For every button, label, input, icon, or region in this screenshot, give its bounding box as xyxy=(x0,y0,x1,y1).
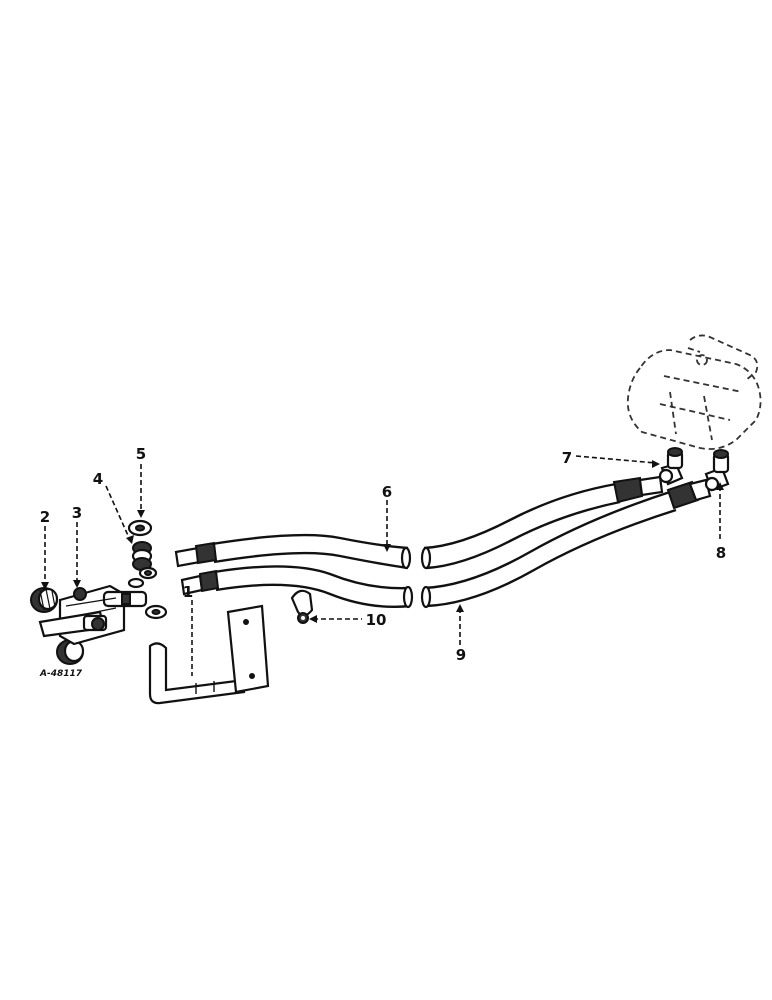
callout-8: 8 xyxy=(716,544,726,562)
callout-7: 7 xyxy=(562,449,572,467)
hose-right-section xyxy=(420,475,712,609)
part-3-valve-body xyxy=(38,584,148,646)
callout-9: 9 xyxy=(456,646,466,664)
callout-4: 4 xyxy=(93,470,103,488)
part-7-elbow xyxy=(658,447,684,486)
drawing-code: A-48117 xyxy=(39,669,83,679)
hose-left-section xyxy=(174,533,414,609)
callout-3: 3 xyxy=(72,504,82,522)
part-1-bracket xyxy=(148,604,270,705)
callout-2: 2 xyxy=(40,508,50,526)
callout-1: 1 xyxy=(183,583,193,601)
hydraulic-pump-ghost xyxy=(626,334,762,450)
part-10-clip xyxy=(290,589,314,624)
callout-6: 6 xyxy=(382,483,392,501)
part-8-elbow xyxy=(704,449,730,492)
part-4-spring xyxy=(131,541,158,580)
callout-labels: 1 2 3 4 5 6 7 8 9 10 xyxy=(40,445,726,664)
callout-10: 10 xyxy=(366,611,387,629)
leader-lines xyxy=(41,455,724,676)
part-5-washer xyxy=(127,519,168,620)
callout-5: 5 xyxy=(136,445,146,463)
